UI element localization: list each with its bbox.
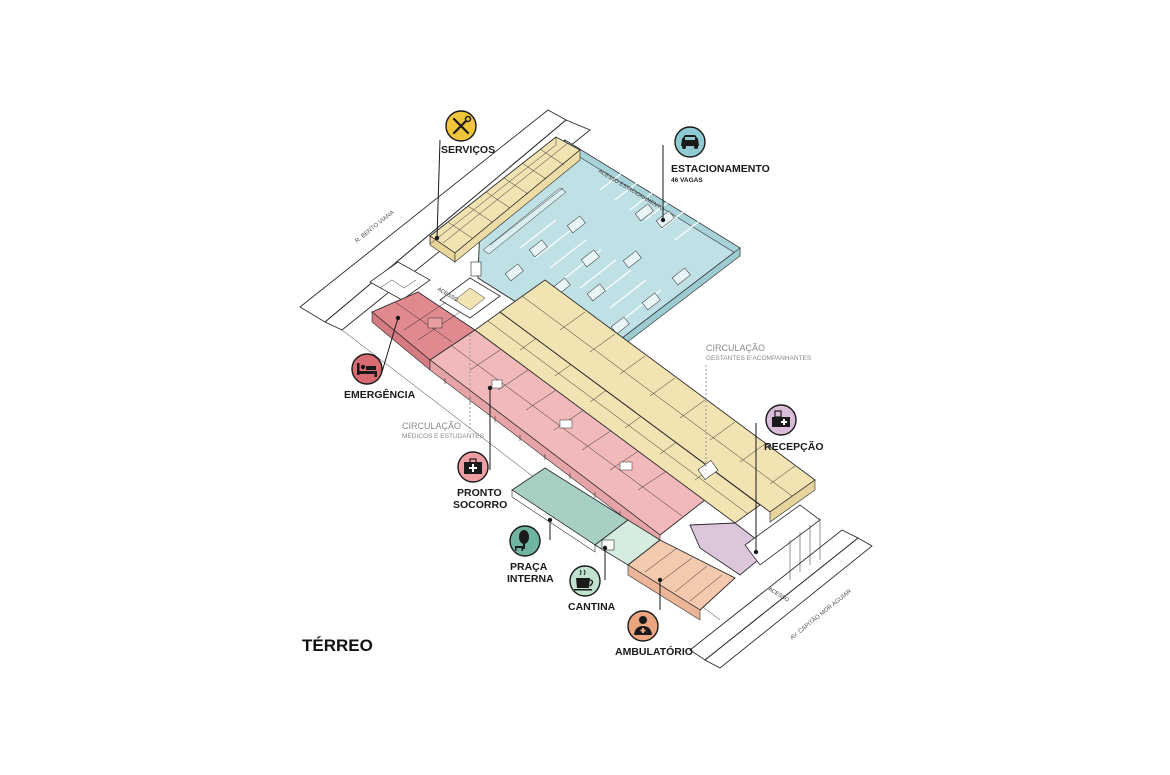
bed-patient-icon bbox=[357, 363, 377, 377]
zone-ambulatorio bbox=[627, 539, 736, 621]
cantina-label: CANTINA bbox=[568, 601, 616, 613]
cantina-badge: CANTINA bbox=[568, 565, 616, 613]
tree-bench-icon bbox=[515, 530, 529, 551]
doctor-icon bbox=[634, 616, 652, 635]
estacionamento-sublabel: 46 VAGAS bbox=[671, 177, 703, 184]
servicos-label: SERVIÇOS bbox=[441, 144, 495, 156]
floor-title: TÉRREO bbox=[302, 636, 373, 655]
coffee-cup-icon bbox=[574, 569, 594, 591]
zone-ala-leste bbox=[499, 279, 816, 523]
parking-ramp bbox=[482, 187, 567, 255]
circulacao-gestantes-title: CIRCULAÇÃO bbox=[706, 343, 765, 353]
emergencia-badge: EMERGÊNCIA bbox=[344, 353, 416, 401]
recepcao-badge: RECEPÇÃO bbox=[764, 404, 824, 453]
praca-interna-label-2: INTERNA bbox=[507, 573, 554, 585]
pronto-socorro-label-1: PRONTO bbox=[457, 487, 502, 499]
first-aid-kit-icon bbox=[464, 458, 482, 474]
ambulatorio-label: AMBULATÓRIO bbox=[615, 645, 693, 658]
praca-interna-label-1: PRAÇA bbox=[510, 561, 548, 573]
pronto-socorro-label-2: SOCORRO bbox=[453, 499, 507, 511]
street-capitao-agrian: AV. CAPITÃO MOR AGUIAR bbox=[789, 587, 854, 641]
zone-recepcao bbox=[689, 504, 821, 580]
parked-cars bbox=[504, 203, 691, 335]
servicos-badge: SERVIÇOS bbox=[441, 110, 495, 156]
site-outline bbox=[299, 109, 873, 669]
circulacao-gestantes-subtitle: GESTANTES E ACOMPANHANTES bbox=[706, 355, 812, 362]
reception-desk-icon bbox=[772, 410, 790, 427]
service-core bbox=[369, 261, 501, 319]
car-icon bbox=[681, 135, 699, 149]
zone-servicos bbox=[429, 136, 581, 263]
praca-interna-badge: PRAÇA INTERNA bbox=[507, 525, 554, 585]
ambulatorio-badge: AMBULATÓRIO bbox=[615, 610, 693, 658]
pronto-socorro-badge: PRONTO SOCORRO bbox=[453, 451, 507, 511]
wrench-screwdriver-icon bbox=[452, 115, 472, 135]
street-bento-viana: R. BENTO VIANA bbox=[354, 210, 395, 245]
emergencia-label: EMERGÊNCIA bbox=[344, 388, 416, 401]
recepcao-label: RECEPÇÃO bbox=[764, 440, 824, 453]
estacionamento-badge: ESTACIONAMENTO 46 VAGAS bbox=[671, 126, 770, 184]
leader-lines bbox=[381, 139, 759, 610]
estacionamento-label: ESTACIONAMENTO bbox=[671, 163, 770, 175]
circulacao-medicos-title: CIRCULAÇÃO bbox=[402, 421, 461, 431]
circulacao-medicos-subtitle: MÉDICOS E ESTUDANTES bbox=[402, 431, 485, 440]
